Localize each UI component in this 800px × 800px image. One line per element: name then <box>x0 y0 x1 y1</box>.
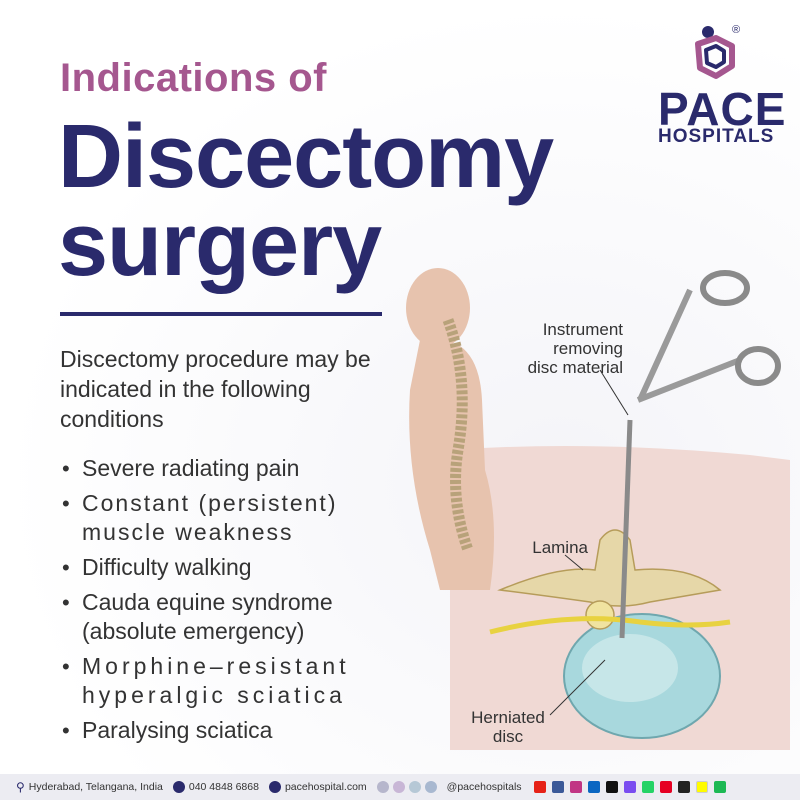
social-icons <box>532 781 726 793</box>
globe-icon <box>268 781 281 793</box>
footer-handle: @pacehospitals <box>447 781 522 793</box>
condition-text: Severe radiating pain <box>82 455 300 481</box>
pace-hospitals-logo: ® PACE HOSPITALS <box>650 24 790 154</box>
x-icon[interactable] <box>605 781 618 793</box>
phone-icon <box>172 781 185 793</box>
snapchat-icon[interactable] <box>695 781 708 793</box>
footer-bar: ⚲ Hyderabad, Telangana, India 040 4848 6… <box>0 774 800 800</box>
condition-text: Morphine–resistant hyperalgic sciatica <box>82 653 350 708</box>
intro-text: Discectomy procedure may be indicated in… <box>60 346 371 432</box>
condition-item: • Morphine–resistant hyperalgic sciatica <box>60 652 390 710</box>
condition-text: Constant (persistent) muscle weakness <box>82 490 338 545</box>
footer-website[interactable]: pacehospital.com <box>268 781 367 793</box>
footer-phone[interactable]: 040 4848 6868 <box>172 781 259 793</box>
facebook-icon[interactable] <box>551 781 564 793</box>
youtube-icon[interactable] <box>533 781 546 793</box>
badge-icon <box>424 781 437 793</box>
conditions-list: • Severe radiating pain • Constant (persis… <box>60 454 390 751</box>
spotify-icon[interactable] <box>713 781 726 793</box>
heading-line-2: surgery <box>58 195 382 295</box>
footer-location-text: Hyderabad, Telangana, India <box>28 781 163 793</box>
badge-icon <box>408 781 421 793</box>
condition-item: • Paralysing sciatica <box>60 716 390 745</box>
linkedin-icon[interactable] <box>587 781 600 793</box>
accreditation-badges <box>376 781 437 793</box>
condition-item: • Constant (persistent) muscle weakness <box>60 489 390 547</box>
logo-mark-icon <box>695 26 735 79</box>
condition-item: • Cauda equine syndrome (absolute emergen… <box>60 588 390 646</box>
condition-text: Difficulty walking <box>82 554 252 580</box>
footer-phone-text[interactable]: 040 4848 6868 <box>188 781 259 793</box>
callout-line-lamina <box>564 554 584 571</box>
label-instrument: Instrument removing disc material <box>527 320 623 377</box>
bullet-icon: • <box>62 718 70 743</box>
bullet-icon: • <box>62 491 72 516</box>
instagram-icon[interactable] <box>569 781 582 793</box>
condition-item: • Difficulty walking <box>60 553 390 582</box>
condition-text: Cauda equine syndrome (absolute emergenc… <box>82 589 333 644</box>
heading-line-1: Discectomy <box>58 107 554 207</box>
bullet-icon: • <box>62 590 70 615</box>
logo-brand: PACE <box>658 83 787 135</box>
callout-line-disc <box>549 659 606 716</box>
bullet-icon: • <box>62 456 70 481</box>
threads-icon[interactable] <box>677 781 690 793</box>
human-silhouette <box>406 268 494 590</box>
badge-icon <box>392 781 405 793</box>
surgical-instrument <box>619 270 781 639</box>
logo-sub: HOSPITALS <box>658 126 775 147</box>
callout-line-instrument <box>599 369 629 416</box>
messenger-icon[interactable] <box>623 781 636 793</box>
registered-mark: ® <box>732 24 741 36</box>
spine-column <box>442 318 474 552</box>
vertebra-section <box>489 529 731 739</box>
condition-text: Paralysing sciatica <box>82 717 273 743</box>
whatsapp-icon[interactable] <box>641 781 654 793</box>
footer-website-text[interactable]: pacehospital.com <box>284 781 367 793</box>
label-lamina: Lamina <box>532 538 588 557</box>
heading-divider <box>60 312 382 316</box>
label-herniated-disc: Herniated disc <box>471 708 545 746</box>
location-pin-icon: ⚲ <box>16 780 25 794</box>
condition-item: • Severe radiating pain <box>60 454 390 483</box>
heading-small: Indications of <box>60 56 327 100</box>
footer-location: ⚲ Hyderabad, Telangana, India <box>16 780 163 794</box>
badge-icon <box>376 781 389 793</box>
pinterest-icon[interactable] <box>659 781 672 793</box>
footer-handle-text: @pacehospitals <box>446 781 522 793</box>
bullet-icon: • <box>62 654 74 679</box>
discectomy-illustration <box>406 268 790 750</box>
bullet-icon: • <box>62 555 70 580</box>
